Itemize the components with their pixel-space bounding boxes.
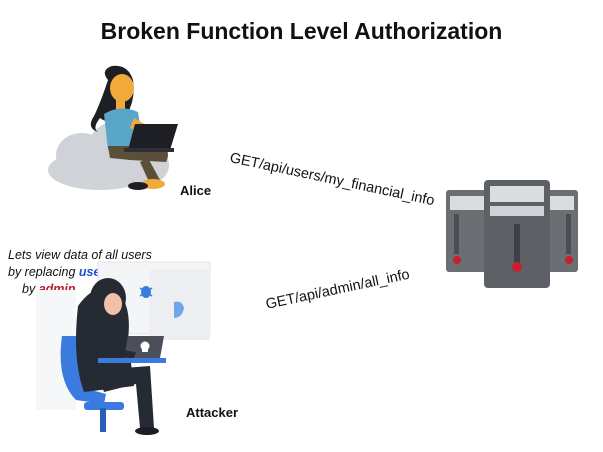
diagram-title: Broken Function Level Authorization xyxy=(100,18,503,44)
laptop-icon xyxy=(124,124,178,152)
attacker-label: Attacker xyxy=(186,405,239,420)
note-line-1: Lets view data of all users xyxy=(8,248,152,262)
alice-label: Alice xyxy=(180,183,212,198)
skull-icon xyxy=(140,341,150,352)
bug-icon xyxy=(139,286,153,298)
